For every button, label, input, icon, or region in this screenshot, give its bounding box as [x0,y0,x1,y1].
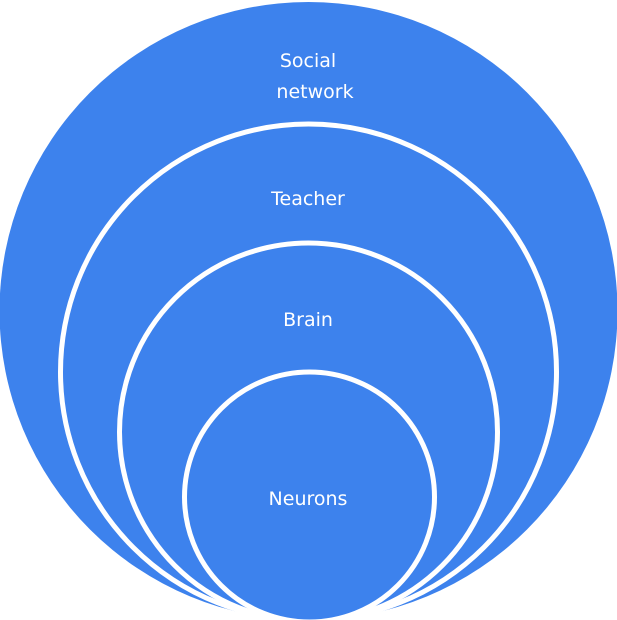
label-neurons: Neurons [269,488,348,510]
label-brain: Brain [283,309,333,331]
circle-neurons [182,369,437,620]
label-social-network-2: network [276,81,353,103]
label-social-network-1: Social [280,50,336,72]
label-teacher: Teacher [270,188,345,210]
